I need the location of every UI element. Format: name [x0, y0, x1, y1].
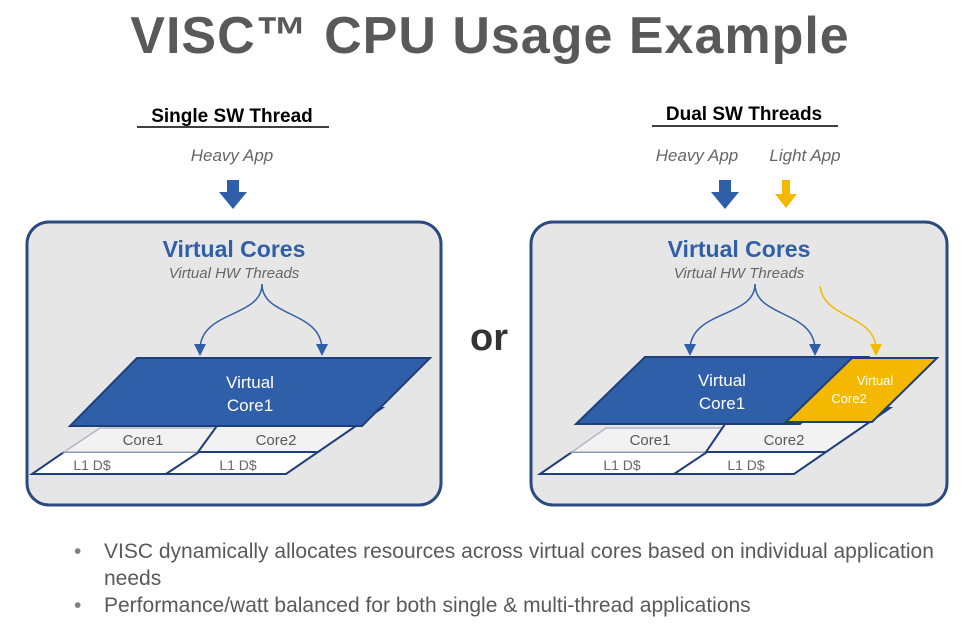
virtual-core1-right: [573, 356, 871, 425]
virtual-core1-label-line2: Core1: [227, 396, 273, 415]
l1-cache-1-label-right: L1 D$: [603, 457, 641, 473]
heavy-app-label-right: Heavy App: [656, 146, 739, 165]
bullet-item: VISC dynamically allocates resources acr…: [70, 538, 950, 592]
core1-label-right: Core1: [630, 432, 671, 449]
split-arrow-left: [194, 283, 263, 356]
virtual-hw-threads-subtitle-right: Virtual HW Threads: [674, 265, 805, 282]
single-thread-section: Single SW Thread Heavy App Virtual Cores…: [25, 106, 443, 507]
virtual-core1: [67, 357, 433, 427]
split-arrow-right-right-panel: [754, 283, 821, 356]
single-thread-heading: Single SW Thread: [151, 106, 313, 127]
virtual-core2-label-line2: Core2: [831, 391, 866, 406]
bullet-item: Performance/watt balanced for both singl…: [70, 592, 950, 619]
bullet-list: VISC dynamically allocates resources acr…: [70, 538, 950, 619]
light-app-label: Light App: [769, 146, 840, 165]
virtual-core1-label-line1: Virtual: [226, 373, 274, 392]
heavy-app-arrow-icon: [219, 180, 247, 209]
dual-thread-heading: Dual SW Threads: [666, 104, 822, 125]
virtual-core1-right-label-line1: Virtual: [698, 371, 746, 390]
light-app-arrow-icon: [775, 180, 797, 208]
split-arrow-left-right-panel: [684, 283, 756, 356]
l1-cache-1-label: L1 D$: [73, 457, 111, 473]
core2-label: Core2: [256, 432, 297, 449]
dual-thread-section: Dual SW Threads Heavy App Light App Virt…: [529, 104, 949, 507]
split-arrow-right: [261, 283, 328, 356]
core2-label-right: Core2: [764, 432, 805, 449]
heavy-app-arrow-icon-right: [711, 180, 739, 209]
heavy-app-label: Heavy App: [191, 146, 274, 165]
virtual-core2-label-line1: Virtual: [857, 373, 894, 388]
l1-cache-2-label: L1 D$: [219, 457, 257, 473]
slide-title: VISC™ CPU Usage Example: [130, 7, 850, 65]
virtual-core2: [783, 357, 940, 423]
virtual-cores-title-right: Virtual Cores: [668, 236, 811, 262]
virtual-core1-right-label-line2: Core1: [699, 394, 745, 413]
l1-cache-2-label-right: L1 D$: [727, 457, 765, 473]
core1-label: Core1: [123, 432, 164, 449]
or-separator: or: [470, 317, 508, 359]
virtual-hw-threads-subtitle: Virtual HW Threads: [169, 265, 300, 282]
light-thread-arrow: [819, 285, 882, 356]
virtual-cores-title: Virtual Cores: [163, 236, 306, 262]
